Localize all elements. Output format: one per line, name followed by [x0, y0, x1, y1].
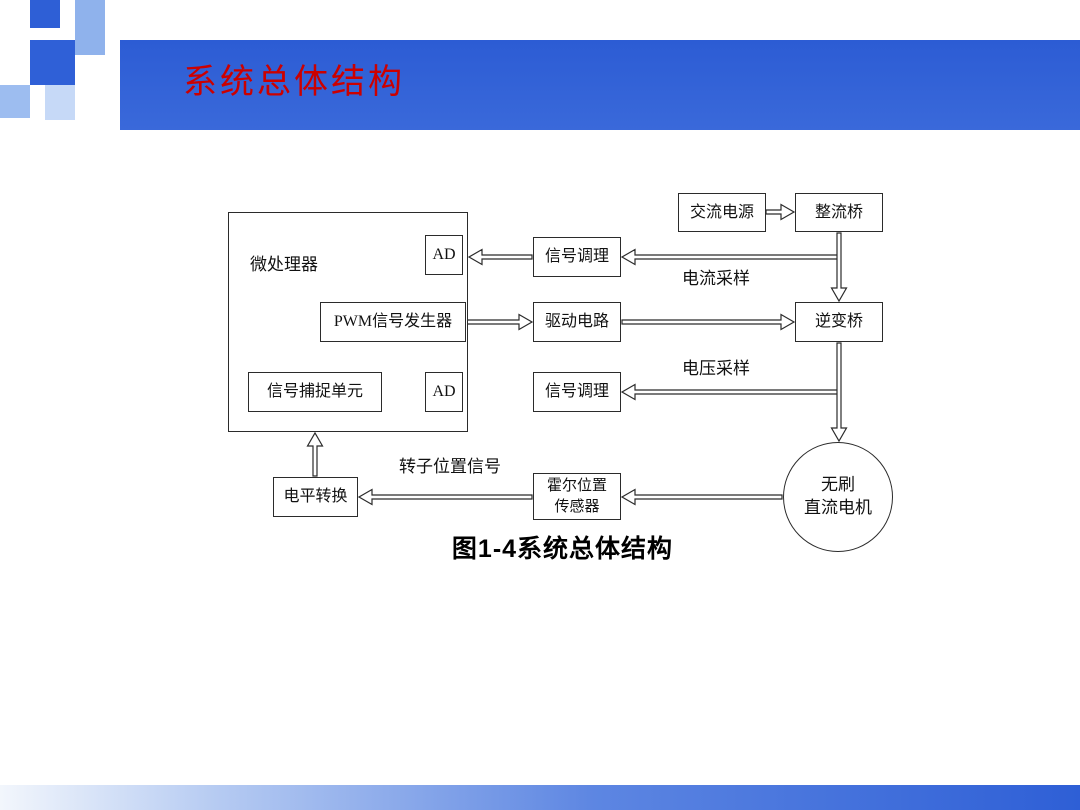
box-signal-conditioning-top: 信号调理	[533, 237, 621, 277]
motor-label-line2: 直流电机	[804, 498, 872, 517]
decor-square	[30, 40, 75, 85]
box-label: 信号捕捉单元	[266, 383, 363, 400]
decor-square	[0, 85, 30, 118]
box-label: 信号调理	[544, 383, 609, 400]
arrow-drive-to-inverter	[621, 313, 796, 331]
box-signal-capture-unit: 信号捕捉单元	[248, 372, 382, 412]
bottom-bar	[0, 785, 1080, 810]
box-signal-conditioning-bottom: 信号调理	[533, 372, 621, 412]
box-label-line1: 霍尔位置	[546, 478, 607, 495]
arrow-current-sampling-to-conditioning	[620, 248, 839, 266]
box-label: 交流电源	[689, 203, 754, 221]
box-drive-circuit: 驱动电路	[533, 302, 621, 342]
arrow-motor-to-hall-sensor	[620, 488, 783, 506]
box-label: 电平转换	[283, 488, 348, 505]
box-label: 逆变桥	[814, 313, 863, 330]
arrow-rectifier-to-inverter	[830, 232, 848, 303]
motor-label-line1: 无刷	[821, 475, 855, 495]
box-ad-top: AD	[425, 235, 463, 275]
arrow-ac-to-rectifier	[765, 203, 796, 221]
box-pwm-generator: PWM信号发生器	[320, 302, 466, 342]
box-label-line2: 传感器	[554, 498, 600, 515]
box-rectifier-bridge: 整流桥	[795, 193, 883, 232]
decor-square	[45, 85, 75, 120]
box-label: 驱动电路	[544, 313, 609, 330]
title-banner: 系统总体结构	[120, 40, 1080, 130]
arrow-hall-to-level-shift	[357, 488, 533, 506]
arrow-level-shift-to-capture	[306, 431, 324, 477]
label-current-sampling: 电流采样	[682, 269, 750, 288]
label-voltage-sampling: 电压采样	[682, 359, 750, 378]
box-label: 整流桥	[814, 203, 863, 221]
arrow-pwm-to-drive	[466, 313, 534, 331]
box-label: 信号调理	[544, 248, 609, 265]
decor-square	[30, 0, 60, 28]
arrow-inverter-to-motor	[830, 342, 848, 443]
node-brushless-dc-motor: 无刷 直流电机	[783, 442, 893, 552]
arrow-voltage-sampling-to-conditioning	[620, 383, 839, 401]
slide-title: 系统总体结构	[183, 64, 405, 101]
microprocessor-label: 微处理器	[250, 255, 318, 274]
box-label: AD	[432, 246, 456, 263]
box-ac-power: 交流电源	[678, 193, 766, 232]
box-hall-position-sensor: 霍尔位置 传感器	[533, 473, 621, 520]
box-label: AD	[432, 383, 456, 400]
box-level-shift: 电平转换	[273, 477, 358, 517]
box-label: PWM信号发生器	[333, 313, 453, 330]
label-rotor-position-signal: 转子位置信号	[399, 457, 501, 476]
box-ad-bottom: AD	[425, 372, 463, 412]
arrow-conditioning-top-to-ad	[467, 248, 533, 266]
box-inverter-bridge: 逆变桥	[795, 302, 883, 342]
decor-square	[75, 0, 105, 55]
figure-caption: 图1-4系统总体结构	[451, 535, 674, 563]
